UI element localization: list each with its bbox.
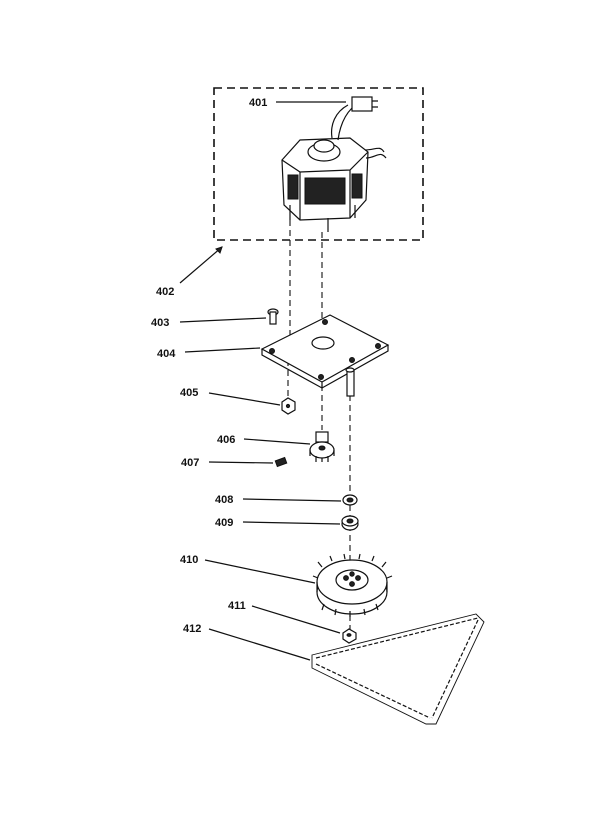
callout-409: 409 — [215, 517, 233, 529]
callout-411: 411 — [228, 600, 246, 612]
shaft-stud — [345, 367, 355, 397]
callout-412: 412 — [183, 623, 201, 635]
callout-402: 402 — [156, 286, 174, 298]
leader-406 — [243, 438, 311, 445]
retaining-nut — [342, 628, 357, 644]
leader-410 — [204, 559, 316, 584]
set-screw — [274, 456, 288, 468]
washer — [342, 494, 358, 506]
callout-408: 408 — [215, 494, 233, 506]
drive-chain — [311, 613, 485, 725]
callout-403: 403 — [151, 317, 169, 329]
callout-406: 406 — [217, 434, 235, 446]
drive-gear — [312, 553, 393, 617]
leader-405 — [208, 392, 281, 406]
leader-409 — [242, 521, 341, 525]
pinion-gear — [309, 431, 335, 462]
motor-assembly-box — [213, 87, 424, 241]
leader-402 — [179, 246, 223, 284]
callout-404: 404 — [157, 348, 176, 360]
mounting-plate — [260, 314, 390, 389]
leader-412 — [208, 628, 311, 661]
leader-403 — [179, 317, 267, 323]
callout-407: 407 — [181, 457, 199, 469]
bushing — [341, 515, 359, 531]
callout-405: 405 — [180, 387, 198, 399]
leader-404 — [184, 347, 261, 353]
nut — [281, 397, 296, 415]
leader-408 — [242, 498, 342, 502]
arrow-402 — [215, 246, 223, 254]
callout-401: 401 — [249, 97, 267, 109]
leader-411 — [251, 605, 341, 634]
screw — [267, 308, 279, 325]
leader-407 — [208, 461, 274, 464]
motor — [281, 96, 387, 232]
callout-410: 410 — [180, 554, 198, 566]
